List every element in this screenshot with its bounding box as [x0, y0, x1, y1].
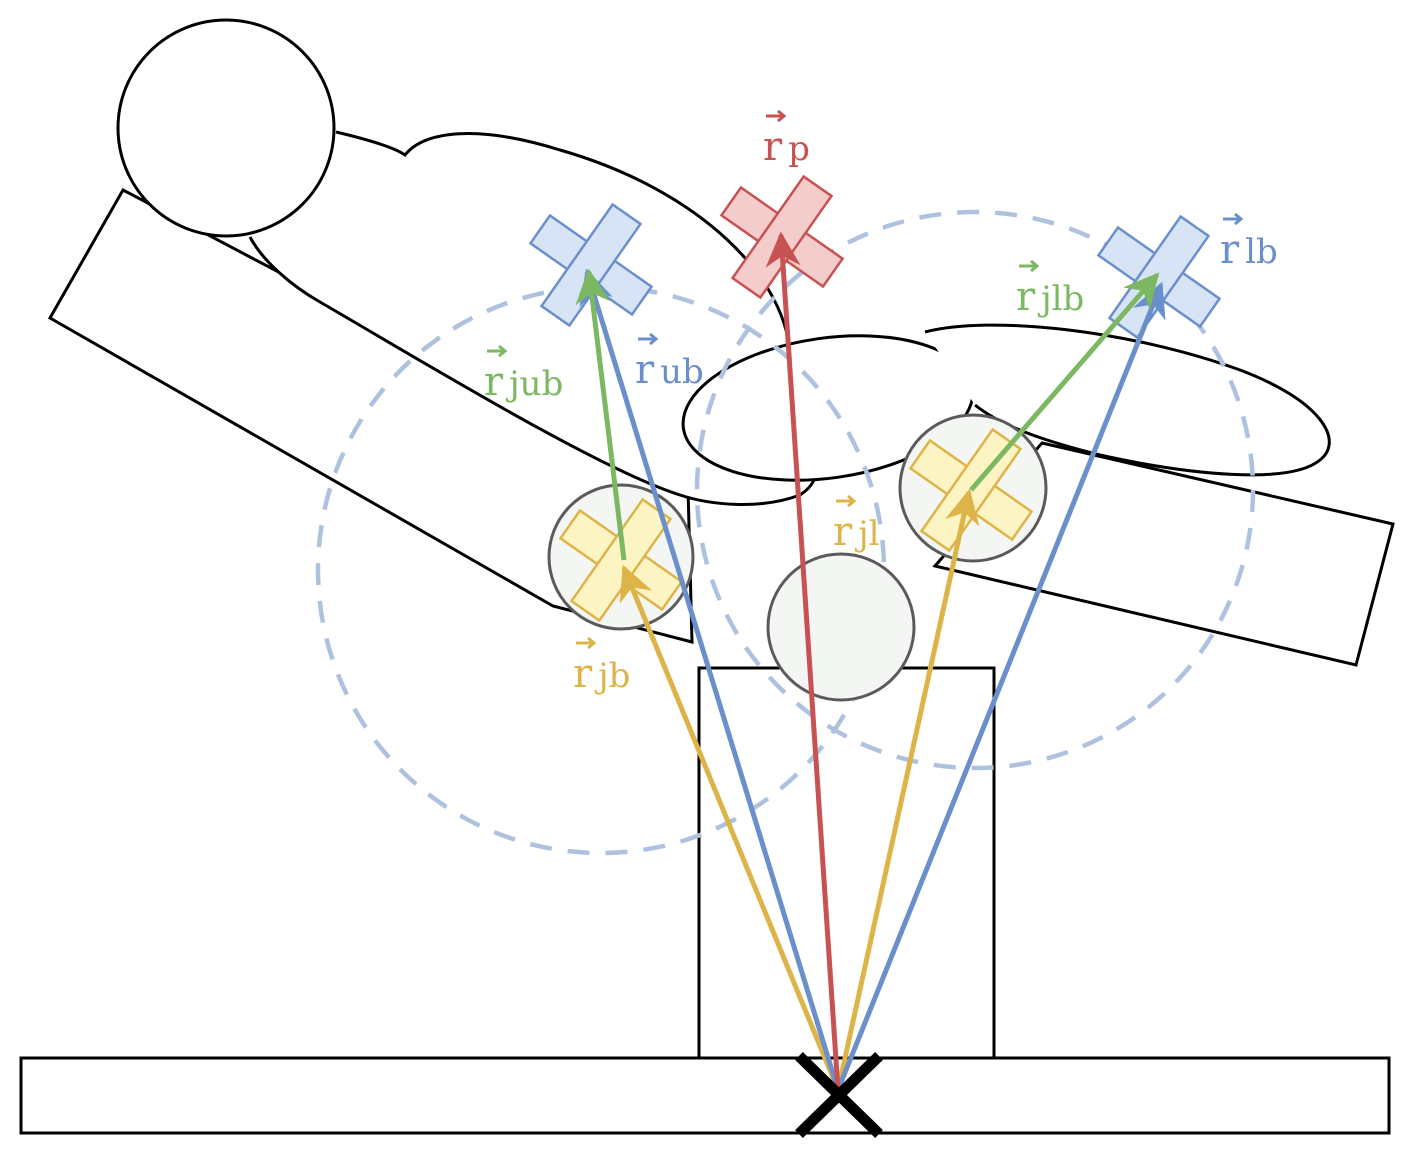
vector-r-jlb — [969, 272, 1160, 492]
patient-lower-leg — [924, 323, 1331, 477]
vector-r-ub — [579, 268, 841, 1091]
vector-symbol: r — [573, 651, 593, 697]
label-subscript: ub — [660, 352, 704, 392]
arrow-accent-lb — [1223, 212, 1244, 226]
vector-symbol: r — [833, 509, 853, 555]
arrow-accent-jlb — [1019, 259, 1040, 273]
label-subscript: jub — [505, 364, 563, 404]
vector-symbol: r — [484, 359, 504, 405]
label-subscript: jb — [594, 656, 630, 696]
vector-symbol: r — [1016, 274, 1036, 320]
joint-pedestal — [766, 552, 916, 702]
arrow-accent-jl — [836, 494, 857, 508]
arrow-accent-ub — [638, 332, 659, 346]
vector-symbol: r — [763, 124, 783, 170]
patient-head — [116, 18, 336, 238]
arrow-accent-jub — [487, 344, 508, 358]
vector-symbol: r — [1220, 227, 1240, 273]
label-subscript: p — [788, 129, 810, 169]
label-subscript: jlb — [1037, 279, 1084, 319]
vector-r-jl — [835, 488, 980, 1091]
label-subscript: jl — [854, 514, 879, 554]
vector-symbol: r — [635, 347, 655, 393]
label-subscript: lb — [1245, 232, 1278, 272]
origin-marker — [795, 1052, 883, 1138]
table-pedestal — [697, 666, 996, 1060]
vector-r-p — [765, 231, 841, 1091]
vector-r-lb — [835, 281, 1166, 1091]
arrow-accent-jb — [576, 636, 597, 650]
vector-r-jb — [619, 564, 841, 1091]
arrow-accent-p — [766, 109, 787, 123]
table-base — [19, 1056, 1391, 1135]
reach-circle-lower — [694, 209, 1256, 771]
vector-r-jub — [575, 268, 627, 561]
